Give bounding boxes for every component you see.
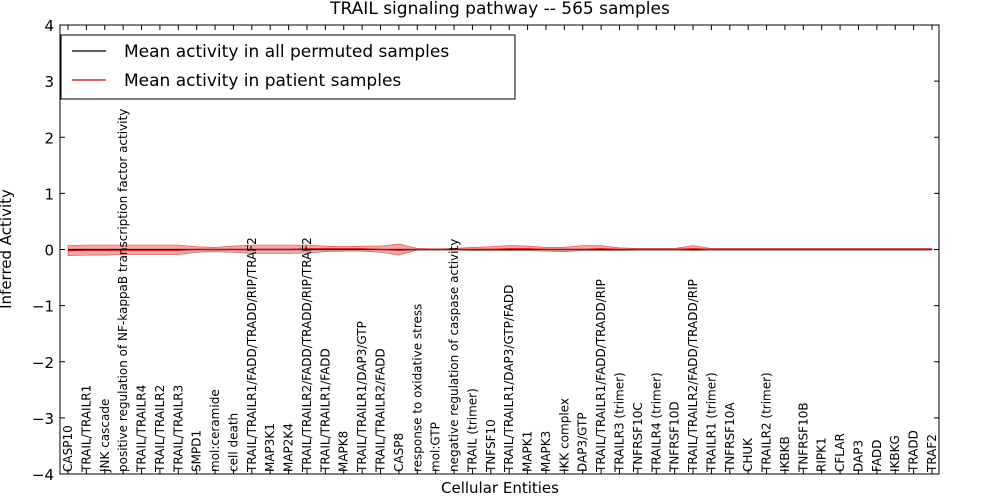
x-tick-label: IKK complex xyxy=(557,398,571,472)
x-tick-label: TRAIL/TRAILR1/DAP3/GTP/FADD xyxy=(502,285,516,473)
x-tick-label: TRAILR4 (trimer) xyxy=(649,372,663,473)
x-tick-label: TRAIL/TRAILR1 xyxy=(79,385,93,473)
x-tick-label: SMPD1 xyxy=(190,430,204,472)
x-tick-label: MAPK3 xyxy=(539,431,553,472)
x-tick-label: mol:ceramide xyxy=(208,389,222,472)
x-axis-label: Cellular Entities xyxy=(441,479,559,497)
x-tick-label: TRAIL/TRAILR3 xyxy=(171,385,185,473)
x-tick-label: TNFSF10 xyxy=(484,419,498,473)
y-tick-label: 2 xyxy=(44,129,54,147)
x-tick-label: MAP3K1 xyxy=(263,423,277,472)
x-tick-label: TRAIL/TRAILR1/DAP3/GTP xyxy=(355,321,369,473)
x-tick-label: positive regulation of NF-kappaB transcr… xyxy=(116,109,130,472)
x-tick-label: RIPK1 xyxy=(815,437,829,472)
x-tick-label: TRAF2 xyxy=(925,434,939,473)
x-tick-label: TRAILR1 (trimer) xyxy=(704,372,718,473)
x-tick-label: TRAIL/TRAILR2 xyxy=(153,385,167,473)
x-tick-label: MAP2K4 xyxy=(282,423,296,472)
y-axis-label: Inferred Activity xyxy=(0,189,15,309)
plot-area: −4 −3 −2 −1 0 1 2 3 4 CASP10 TRAIL/TRAILR1 JNK cas… xyxy=(32,17,940,484)
x-tick-label: cell death xyxy=(226,413,240,472)
x-tick-label: TRAIL/TRAILR2/FADD/TRADD/RIP xyxy=(686,279,700,473)
x-tick-label: FADD xyxy=(870,440,884,473)
x-tick-label: TNFRSF10A xyxy=(723,402,737,473)
y-tick-label: 4 xyxy=(44,17,54,35)
legend-label-permuted: Mean activity in all permuted samples xyxy=(124,42,449,62)
y-axis-ticks: −4 −3 −2 −1 0 1 2 3 4 xyxy=(32,17,939,484)
y-tick-label: −2 xyxy=(32,354,54,372)
x-tick-label: TRADD xyxy=(907,430,921,473)
x-tick-label: response to oxidative stress xyxy=(410,304,424,472)
x-tick-label: TNFRSF10B xyxy=(796,402,810,473)
y-tick-label: −4 xyxy=(32,466,54,484)
x-axis-ticks: CASP10 TRAIL/TRAILR1 JNK cascade positive r… xyxy=(61,25,939,474)
x-tick-label: CHUK xyxy=(741,437,755,472)
x-tick-label: TRAIL/TRAILR1/FADD/TRADD/RIP xyxy=(594,279,608,473)
x-tick-label: CASP8 xyxy=(392,433,406,472)
x-tick-label: TRAIL/TRAILR1/FADD/TRADD/RIP/TRAF2 xyxy=(245,237,259,473)
x-tick-label: IKBKG xyxy=(888,435,902,472)
x-tick-label: DAP3/GTP xyxy=(576,412,590,472)
x-tick-label: MAPK8 xyxy=(337,431,351,472)
y-tick-label: −1 xyxy=(32,298,54,316)
x-tick-label: CASP10 xyxy=(61,425,75,472)
series-line-layer xyxy=(67,248,932,252)
x-tick-label: MAPK1 xyxy=(521,431,535,472)
x-tick-label: TRAIL/TRAILR1/FADD xyxy=(318,348,332,473)
x-tick-label: DAP3 xyxy=(852,440,866,472)
y-tick-label: 0 xyxy=(44,242,54,260)
chart-title: TRAIL signaling pathway -- 565 samples xyxy=(329,0,670,19)
x-tick-label: JNK cascade xyxy=(98,399,112,473)
legend-label-patient: Mean activity in patient samples xyxy=(124,71,401,91)
x-tick-label: TRAIL/TRAILR4 xyxy=(135,385,149,473)
x-tick-label: TRAIL/TRAILR2/FADD xyxy=(374,348,388,473)
x-tick-label: TRAIL/TRAILR2/FADD/TRADD/RIP/TRAF2 xyxy=(300,237,314,473)
x-tick-label: IKBKB xyxy=(778,436,792,472)
y-tick-label: 1 xyxy=(44,185,54,203)
legend-box xyxy=(60,34,516,100)
x-tick-label: TRAILR3 (trimer) xyxy=(613,372,627,473)
y-tick-label: −3 xyxy=(32,410,54,428)
x-tick-label: negative regulation of caspase activity xyxy=(447,239,461,472)
x-tick-label: TNFRSF10D xyxy=(668,401,682,473)
x-tick-label: mol:GTP xyxy=(429,422,443,472)
x-tick-label: TNFRSF10C xyxy=(631,402,645,473)
y-tick-label: 3 xyxy=(44,73,54,91)
x-tick-label: CFLAR xyxy=(833,433,847,472)
x-tick-label: TRAIL (trimer) xyxy=(465,388,479,473)
x-tick-label: TRAILR2 (trimer) xyxy=(760,372,774,473)
series-line-patient xyxy=(67,248,932,252)
legend: Mean activity in all permuted samples Me… xyxy=(60,34,516,100)
